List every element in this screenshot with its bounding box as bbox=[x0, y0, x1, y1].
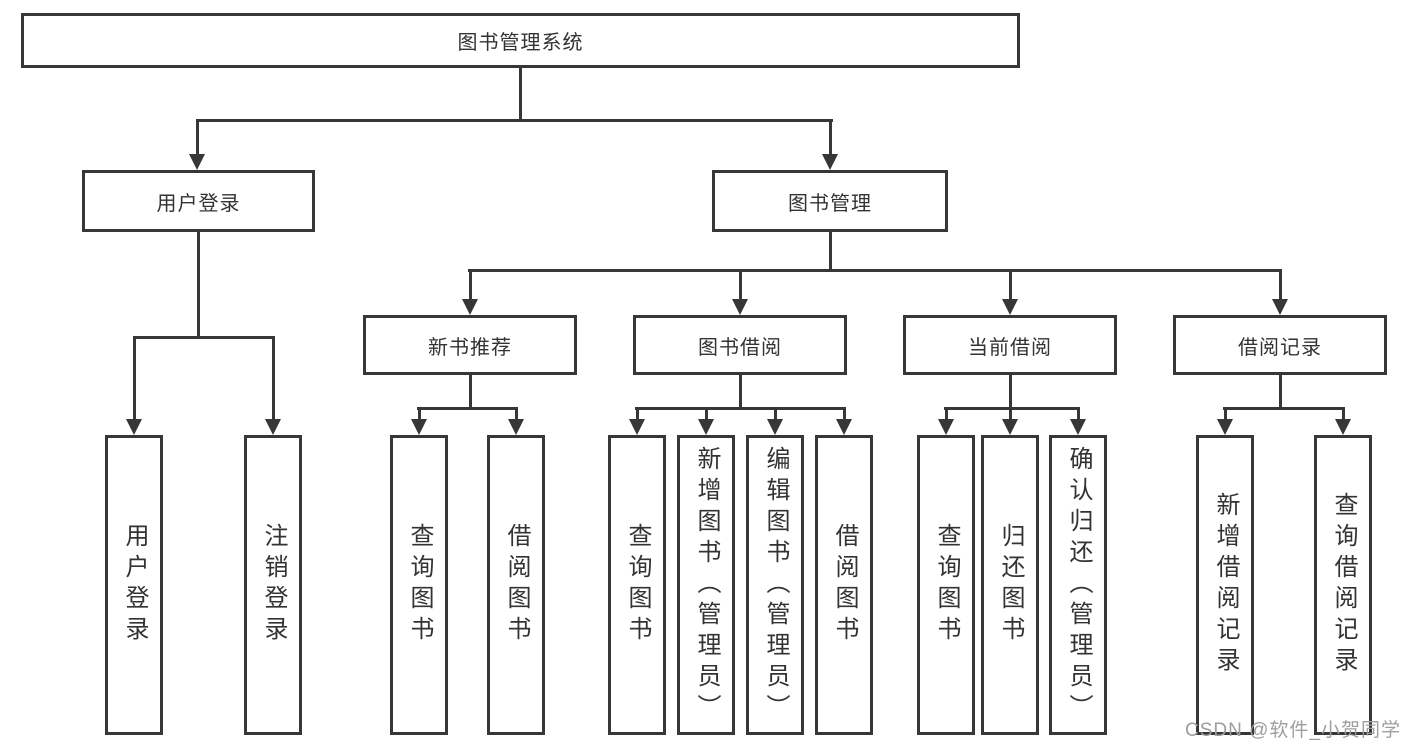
node-label: 用户登录 bbox=[156, 192, 241, 215]
leaf-label: 编辑图书（管理员） bbox=[762, 445, 789, 725]
connector-root-trunk bbox=[519, 66, 522, 121]
arrow-down-icon bbox=[698, 419, 714, 435]
node-borrowing-records: 借阅记录 bbox=[1173, 315, 1387, 375]
leaf-label: 新增借阅记录 bbox=[1212, 492, 1239, 678]
arrow-down-icon bbox=[1002, 419, 1018, 435]
node-book-management: 图书管理 bbox=[712, 170, 948, 232]
connector-drop bbox=[515, 407, 518, 421]
connector-trunk bbox=[1279, 373, 1282, 409]
node-label: 借阅记录 bbox=[1238, 336, 1322, 359]
connector-drop bbox=[1279, 269, 1282, 301]
leaf-label: 借阅图书 bbox=[503, 523, 530, 647]
arrow-down-icon bbox=[767, 419, 783, 435]
leaf-return-books: 归还图书 bbox=[981, 435, 1039, 735]
arrow-down-icon bbox=[1217, 419, 1233, 435]
connector-split bbox=[417, 407, 518, 410]
connector-split bbox=[1223, 407, 1345, 410]
connector-book-mgmt-trunk bbox=[829, 230, 832, 272]
leaf-label: 查询借阅记录 bbox=[1330, 492, 1357, 678]
connector-drop bbox=[1077, 407, 1080, 421]
arrow-down-icon bbox=[938, 419, 954, 435]
connector-drop bbox=[1342, 407, 1345, 421]
leaf-borrow-books-borrowing: 借阅图书 bbox=[815, 435, 873, 735]
node-book-borrowing: 图书借阅 bbox=[633, 315, 847, 375]
connector-drop bbox=[133, 336, 136, 422]
connector-root-split bbox=[196, 119, 833, 122]
connector-drop bbox=[1009, 407, 1012, 421]
arrow-down-icon bbox=[836, 419, 852, 435]
arrow-down-icon bbox=[126, 419, 142, 435]
connector-drop bbox=[829, 119, 832, 157]
arrow-down-icon bbox=[822, 154, 838, 170]
leaf-label: 借阅图书 bbox=[831, 523, 858, 647]
node-current-borrowing: 当前借阅 bbox=[903, 315, 1117, 375]
node-label: 当前借阅 bbox=[968, 336, 1052, 359]
leaf-query-books-borrowing: 查询图书 bbox=[608, 435, 666, 735]
arrow-down-icon bbox=[189, 154, 205, 170]
arrow-down-icon bbox=[508, 419, 524, 435]
leaf-query-borrow-record: 查询借阅记录 bbox=[1314, 435, 1372, 735]
node-label: 图书借阅 bbox=[698, 336, 782, 359]
node-new-book-recommend: 新书推荐 bbox=[363, 315, 577, 375]
connector-drop bbox=[843, 407, 846, 421]
arrow-down-icon bbox=[1070, 419, 1086, 435]
leaf-confirm-return-admin: 确认归还（管理员） bbox=[1049, 435, 1107, 735]
connector-drop bbox=[1224, 407, 1227, 421]
connector-drop bbox=[705, 407, 708, 421]
leaf-label: 新增图书（管理员） bbox=[693, 445, 720, 725]
node-label: 新书推荐 bbox=[428, 336, 512, 359]
connector-drop bbox=[739, 269, 742, 301]
leaf-query-books-current: 查询图书 bbox=[917, 435, 975, 735]
csdn-watermark: CSDN @软件_小贺同学 bbox=[1185, 720, 1401, 741]
node-user-login: 用户登录 bbox=[82, 170, 315, 232]
leaf-label: 查询图书 bbox=[933, 523, 960, 647]
arrow-down-icon bbox=[1272, 299, 1288, 315]
connector-drop bbox=[1009, 269, 1012, 301]
arrow-down-icon bbox=[629, 419, 645, 435]
node-label: 图书管理系统 bbox=[457, 32, 584, 54]
arrow-down-icon bbox=[462, 299, 478, 315]
connector-drop bbox=[272, 336, 275, 422]
leaf-add-borrow-record: 新增借阅记录 bbox=[1196, 435, 1254, 735]
leaf-label: 确认归还（管理员） bbox=[1065, 445, 1092, 725]
leaf-edit-book-admin: 编辑图书（管理员） bbox=[746, 435, 804, 735]
connector-split bbox=[944, 407, 1080, 410]
connector-drop bbox=[469, 269, 472, 301]
connector-user-login-trunk bbox=[197, 230, 200, 338]
arrow-down-icon bbox=[411, 419, 427, 435]
leaf-label: 注销登录 bbox=[260, 523, 287, 647]
leaf-query-books-recommend: 查询图书 bbox=[390, 435, 448, 735]
leaf-label: 查询图书 bbox=[624, 523, 651, 647]
leaf-add-book-admin: 新增图书（管理员） bbox=[677, 435, 735, 735]
connector-trunk bbox=[469, 373, 472, 409]
node-label: 图书管理 bbox=[788, 192, 872, 215]
connector-drop bbox=[418, 407, 421, 421]
arrow-down-icon bbox=[265, 419, 281, 435]
connector-book-mgmt-split bbox=[468, 269, 1282, 272]
connector-split bbox=[635, 407, 846, 410]
connector-drop bbox=[774, 407, 777, 421]
connector-trunk bbox=[739, 373, 742, 409]
leaf-label: 归还图书 bbox=[997, 523, 1024, 647]
leaf-borrow-books-recommend: 借阅图书 bbox=[487, 435, 545, 735]
connector-trunk bbox=[1009, 373, 1012, 409]
connector-drop bbox=[945, 407, 948, 421]
arrow-down-icon bbox=[732, 299, 748, 315]
connector-drop bbox=[196, 119, 199, 157]
connector-user-login-split bbox=[133, 336, 275, 339]
leaf-label: 用户登录 bbox=[121, 523, 148, 647]
node-library-management-system: 图书管理系统 bbox=[21, 13, 1020, 68]
arrow-down-icon bbox=[1335, 419, 1351, 435]
leaf-user-login: 用户登录 bbox=[105, 435, 163, 735]
arrow-down-icon bbox=[1002, 299, 1018, 315]
leaf-logout: 注销登录 bbox=[244, 435, 302, 735]
connector-drop bbox=[636, 407, 639, 421]
leaf-label: 查询图书 bbox=[406, 523, 433, 647]
